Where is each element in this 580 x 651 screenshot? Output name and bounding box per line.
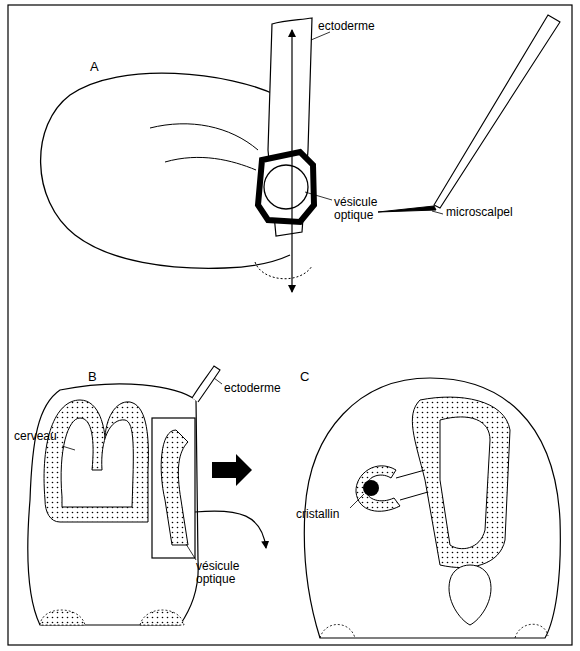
- panel-letter: C: [300, 370, 320, 383]
- part-label: ectoderme: [224, 382, 304, 395]
- part-label: microscalpel: [446, 206, 536, 219]
- part-label: cristallin: [296, 508, 366, 521]
- part-label: vésicule optique: [334, 196, 396, 222]
- part-label: cerveau: [14, 430, 74, 443]
- panel-letter: B: [88, 370, 108, 383]
- part-label: ectoderme: [318, 20, 398, 33]
- part-label: vésicule optique: [196, 560, 258, 586]
- panel-letter: A: [90, 60, 110, 73]
